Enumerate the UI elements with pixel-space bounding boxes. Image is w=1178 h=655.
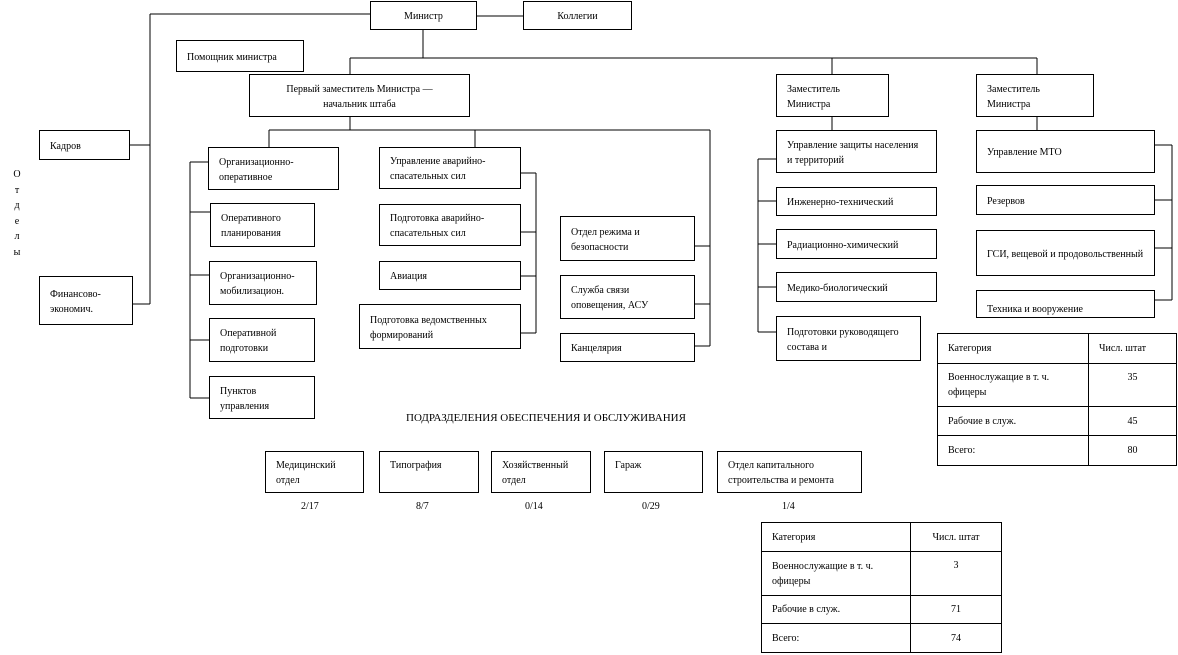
table-row: Рабочие в служ. 45 — [937, 406, 1177, 436]
vertical-label: О т д е л ы — [12, 167, 22, 261]
support-title: ПОДРАЗДЕЛЕНИЯ ОБЕСПЕЧЕНИЯ И ОБСЛУЖИВАНИЯ — [406, 412, 686, 424]
mto-box: Управление МТО — [976, 130, 1155, 173]
oper-plan-box: Оперативного планирования — [210, 203, 315, 247]
org-oper-box: Организационно-оперативное — [208, 147, 339, 190]
medical-box: Медицинский отдел — [265, 451, 364, 493]
support-staffing-table: Категория Числ. штат Военнослужащие в т.… — [761, 522, 1002, 653]
dept-train-box: Подготовка ведомственных формирований — [359, 304, 521, 349]
support-count: 8/7 — [416, 501, 429, 512]
household-box: Хозяйственный отдел — [491, 451, 591, 493]
table-cell: 71 — [910, 595, 1002, 624]
table-cell: Рабочие в служ. — [937, 406, 1089, 436]
vertical-letter: ы — [13, 246, 21, 258]
table-cell: 35 — [1088, 363, 1177, 407]
table-cell: 74 — [910, 623, 1002, 653]
tech-box: Техника и вооружение — [976, 290, 1155, 318]
table-row: Всего: 74 — [761, 623, 1002, 653]
org-mob-box: Организационно-мобилизацион. — [209, 261, 317, 305]
collegium-box: Коллегии — [523, 1, 632, 30]
table-row: Военнослужащие в т. ч. офицеры 35 — [937, 363, 1177, 407]
table-header: Числ. штат — [910, 522, 1002, 552]
office-box: Канцелярия — [560, 333, 695, 362]
table-header: Категория — [937, 333, 1089, 364]
deputy-box: Заместитель Министра — [776, 74, 889, 117]
vertical-letter: т — [14, 184, 20, 196]
table-cell: Всего: — [761, 623, 911, 653]
dept-kadrov-box: Кадров — [39, 130, 130, 160]
support-count: 1/4 — [782, 501, 795, 512]
deputy-box: Заместитель Министра — [976, 74, 1094, 117]
fuel-box: ГСИ, вещевой и продовольственный — [976, 230, 1155, 276]
vertical-letter: О — [13, 169, 21, 180]
table-cell: Всего: — [937, 435, 1089, 466]
dept-finance-box: Финансово-экономич. — [39, 276, 133, 325]
garage-box: Гараж — [604, 451, 703, 493]
minister-box: Министр — [370, 1, 477, 30]
table-row: Военнослужащие в т. ч. офицеры 3 — [761, 551, 1002, 596]
printing-box: Типография — [379, 451, 479, 493]
support-count: 0/29 — [642, 501, 660, 512]
support-count: 2/17 — [301, 501, 319, 512]
control-points-box: Пунктов управления — [209, 376, 315, 419]
leaders-train-box: Подготовки руководящего состава и — [776, 316, 921, 361]
table-cell: Рабочие в служ. — [761, 595, 911, 624]
assistant-box: Помощник министра — [176, 40, 304, 72]
table-cell: Военнослужащие в т. ч. офицеры — [937, 363, 1089, 407]
vertical-letter: д — [14, 200, 20, 212]
radchem-box: Радиационно-химический — [776, 229, 937, 259]
first-deputy-box: Первый заместитель Министра — начальник … — [249, 74, 470, 117]
staffing-table: Категория Числ. штат Военнослужащие в т.… — [937, 333, 1177, 466]
rescue-train-box: Подготовка аварийно-спасательных сил — [379, 204, 521, 246]
vertical-letter: л — [14, 231, 20, 243]
table-header: Числ. штат — [1088, 333, 1177, 364]
engineering-box: Инженерно-технический — [776, 187, 937, 216]
table-header: Категория — [761, 522, 911, 552]
protection-box: Управление защиты населения и территорий — [776, 130, 937, 173]
table-cell: 45 — [1088, 406, 1177, 436]
medbio-box: Медико-биологический — [776, 272, 937, 302]
rescue-mgmt-box: Управление аварийно-спасательных сил — [379, 147, 521, 189]
aviation-box: Авиация — [379, 261, 521, 290]
comm-box: Служба связи оповещения, АСУ — [560, 275, 695, 319]
table-row: Всего: 80 — [937, 435, 1177, 466]
table-cell: 80 — [1088, 435, 1177, 466]
table-cell: 3 — [910, 551, 1002, 596]
oper-train-box: Оперативной подготовки — [209, 318, 315, 362]
regime-box: Отдел режима и безопасности — [560, 216, 695, 261]
vertical-letter: е — [14, 215, 20, 227]
table-cell: Военнослужащие в т. ч. офицеры — [761, 551, 911, 596]
table-row: Рабочие в служ. 71 — [761, 595, 1002, 624]
support-count: 0/14 — [525, 501, 543, 512]
construction-box: Отдел капитального строительства и ремон… — [717, 451, 862, 493]
reserves-box: Резервов — [976, 185, 1155, 215]
